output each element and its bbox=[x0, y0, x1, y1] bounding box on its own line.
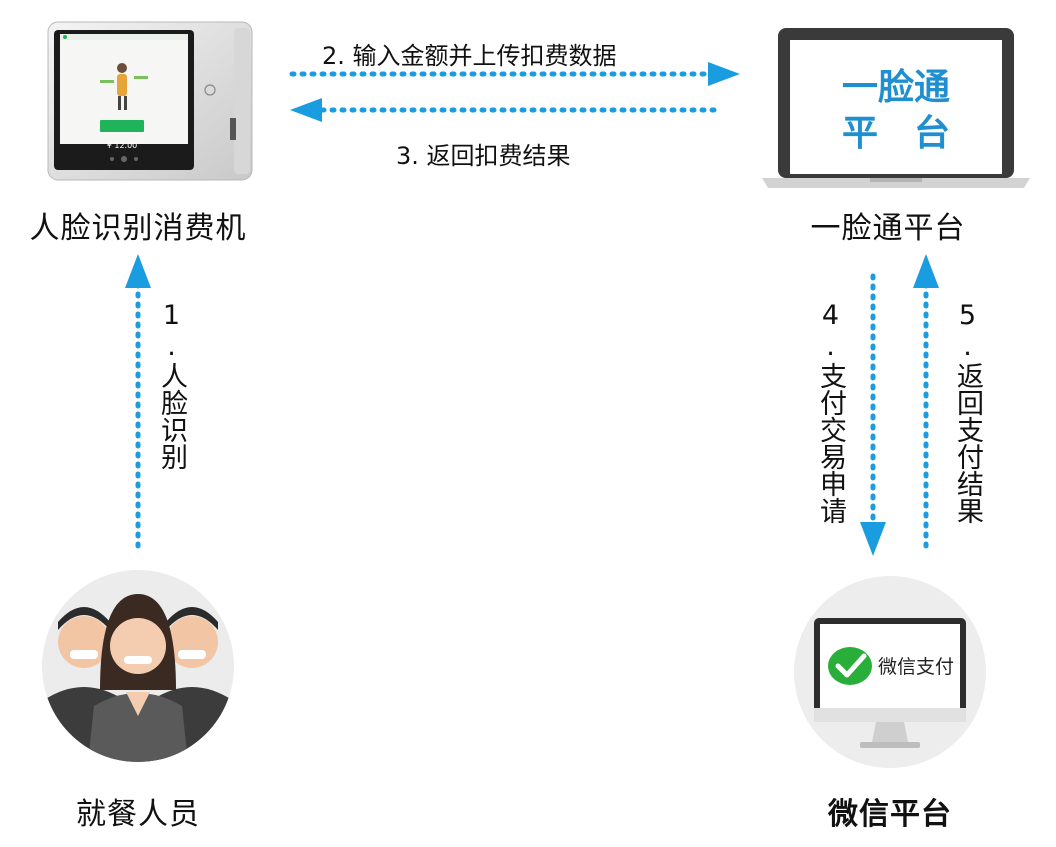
flow-label-step2: 2. 输入金额并上传扣费数据 bbox=[322, 42, 617, 70]
face-terminal-device: ¥ 12.00 bbox=[47, 20, 253, 182]
wechat-monitor: 微信支付 bbox=[792, 574, 988, 770]
machine-label: 人脸识别消费机 bbox=[29, 211, 247, 246]
diners-avatar bbox=[40, 570, 236, 762]
platform-label: 一脸通平台 bbox=[810, 211, 966, 246]
wechat-label: 微信平台 bbox=[828, 797, 952, 832]
terminal-amount: ¥ 12.00 bbox=[106, 141, 138, 150]
arrow-step3 bbox=[290, 98, 725, 122]
flow-label-step5: 5.返回支付结果 bbox=[952, 300, 983, 524]
platform-screen-line2: 平 台 bbox=[841, 113, 950, 154]
diners-label: 就餐人员 bbox=[76, 797, 200, 832]
flow-label-step1: 1.人脸识别 bbox=[156, 300, 187, 470]
arrow-step5 bbox=[913, 254, 939, 549]
flow-label-step4: 4.支付交易申请 bbox=[815, 300, 846, 524]
arrow-step1 bbox=[125, 254, 151, 549]
arrow-step4 bbox=[860, 273, 886, 556]
arrow-step2 bbox=[289, 62, 740, 86]
platform-laptop: 一脸通 平 台 bbox=[758, 28, 1034, 190]
wechat-pay-text: 微信支付 bbox=[878, 656, 955, 678]
flow-label-step3: 3. 返回扣费结果 bbox=[396, 142, 571, 170]
platform-screen-line1: 一脸通 bbox=[841, 67, 950, 108]
